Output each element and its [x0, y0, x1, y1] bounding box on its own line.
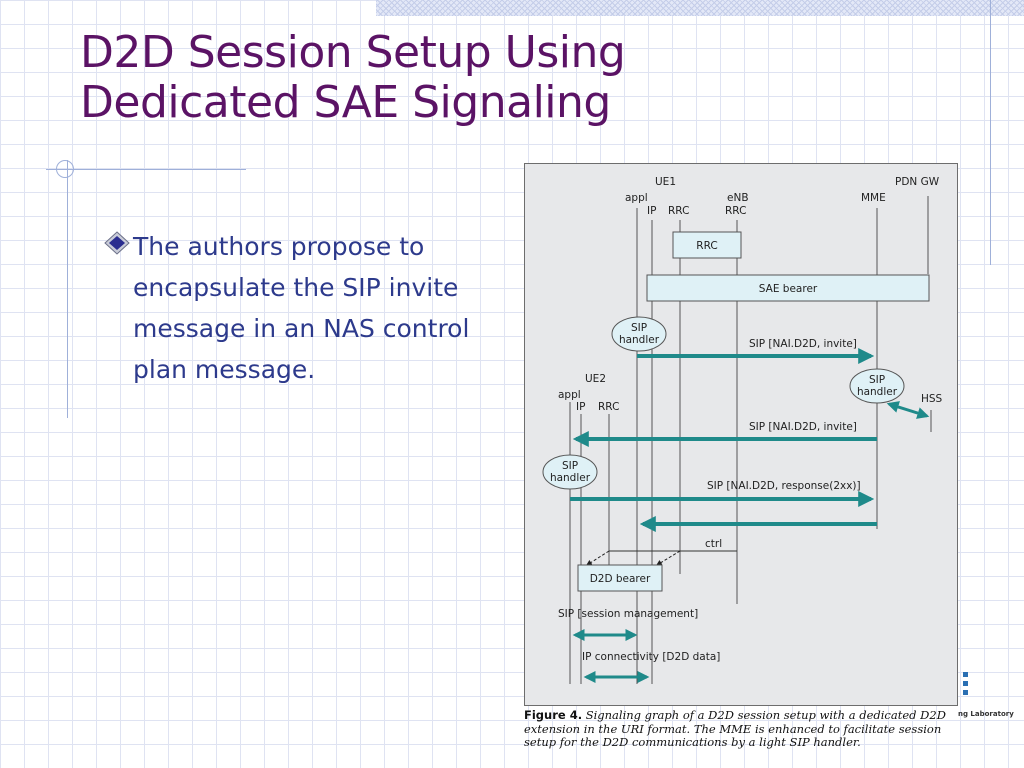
- sip-handler-mme-line2: handler: [857, 386, 898, 398]
- msg-ctrl: ctrl: [705, 538, 722, 550]
- signaling-figure: UE1 appl IP RRC eNB RRC MME PDN GW UE2 a…: [524, 163, 958, 706]
- left-rail-line: [67, 160, 68, 418]
- label-ue1-rrc: RRC: [668, 205, 689, 217]
- sae-bearer-box: [646, 274, 930, 302]
- label-ue1-appl: appl: [625, 192, 648, 204]
- figure-caption-label: Figure 4.: [524, 708, 583, 722]
- msg-invite-2: SIP [NAI.D2D, invite]: [749, 421, 857, 433]
- figure-caption-text: Signaling graph of a D2D session setup w…: [524, 708, 946, 749]
- sip-handler-ue2: [542, 454, 598, 490]
- label-mme: MME: [861, 192, 886, 204]
- bullet-text: The authors propose to encapsulate the S…: [133, 232, 470, 384]
- decorative-top-band: [376, 0, 1024, 16]
- label-ue2-appl: appl: [558, 389, 581, 401]
- label-ue1: UE1: [655, 176, 676, 188]
- label-enb: eNB: [727, 192, 749, 204]
- msg-response: SIP [NAI.D2D, response(2xx)]: [707, 480, 861, 492]
- label-ue2-rrc: RRC: [598, 401, 619, 413]
- sae-bearer-label: SAE bearer: [759, 283, 818, 295]
- d2d-bearer-box: [577, 564, 663, 592]
- title-line-1: D2D Session Setup Using: [80, 27, 626, 78]
- signaling-diagram: UE1 appl IP RRC eNB RRC MME PDN GW UE2 a…: [542, 176, 943, 684]
- label-hss: HSS: [921, 393, 943, 405]
- label-enb-rrc: RRC: [725, 205, 746, 217]
- msg-ip-connectivity: IP connectivity [D2D data]: [582, 651, 720, 663]
- ctrl-arrow-right: [655, 550, 681, 566]
- rrc-box: [672, 231, 742, 259]
- msg-invite-1: SIP [NAI.D2D, invite]: [749, 338, 857, 350]
- label-ue2-ip: IP: [576, 401, 585, 413]
- title-ornament-circle: [56, 160, 74, 178]
- label-ue2: UE2: [585, 373, 606, 385]
- label-pdn-gw: PDN GW: [895, 176, 940, 188]
- title-underline: [46, 169, 246, 170]
- d2d-bearer-label: D2D bearer: [590, 573, 651, 585]
- sip-handler-ue1-line1: SIP: [631, 322, 647, 334]
- ctrl-arrow-left: [585, 550, 610, 566]
- slide-title: D2D Session Setup Using Dedicated SAE Si…: [80, 28, 740, 128]
- rrc-box-label: RRC: [696, 240, 717, 252]
- sip-handler-mme-line1: SIP: [869, 374, 885, 386]
- msg-session-mgmt: SIP [session management]: [558, 608, 698, 620]
- figure-caption: Figure 4. Signaling graph of a D2D sessi…: [524, 708, 952, 750]
- sip-handler-mme: [849, 368, 905, 404]
- label-ue1-ip: IP: [647, 205, 656, 217]
- sip-handler-ue1-line2: handler: [619, 334, 660, 346]
- lab-logo-text: ng Laboratory: [958, 710, 1014, 718]
- arrow-hss-exchange: [886, 401, 930, 419]
- decorative-right-line: [990, 0, 991, 265]
- sip-handler-ue2-line1: SIP: [562, 460, 578, 472]
- decorative-dots: [963, 672, 969, 699]
- sip-handler-ue2-line2: handler: [550, 472, 591, 484]
- sip-handler-ue1: [611, 316, 667, 352]
- title-line-2: Dedicated SAE Signaling: [80, 77, 611, 128]
- diamond-bullet-icon: [104, 231, 130, 255]
- bullet-item: The authors propose to encapsulate the S…: [103, 226, 513, 390]
